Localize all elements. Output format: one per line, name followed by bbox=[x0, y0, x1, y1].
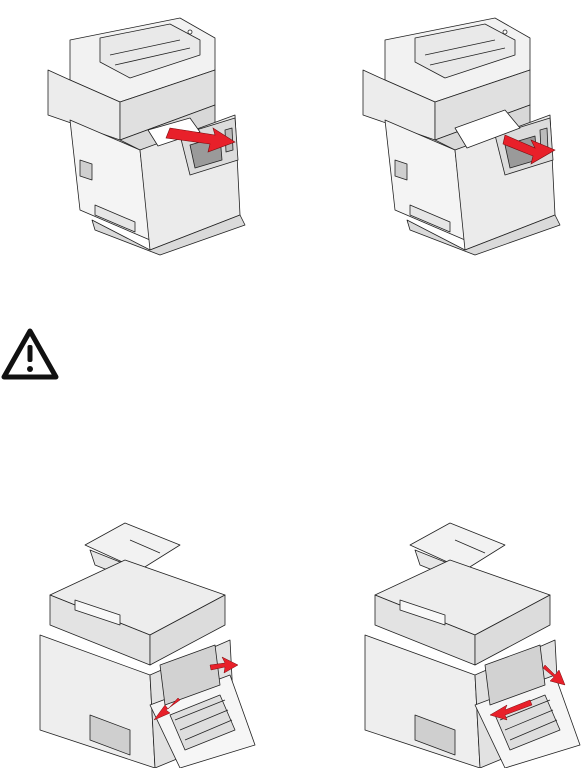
printer-front-figure-2 bbox=[355, 10, 570, 258]
pull-direction-arrow bbox=[209, 656, 239, 674]
pull-direction-arrow bbox=[489, 699, 533, 721]
pull-direction-arrow bbox=[502, 134, 556, 165]
pull-direction-arrow bbox=[153, 697, 181, 721]
warning-triangle-icon bbox=[0, 327, 60, 381]
printer-rear-figure-2 bbox=[355, 515, 581, 768]
pull-direction-arrow bbox=[165, 127, 236, 153]
printer-front-figure-1 bbox=[40, 10, 255, 258]
printer-rear-figure-1 bbox=[30, 515, 256, 768]
pull-direction-arrow bbox=[542, 664, 566, 686]
